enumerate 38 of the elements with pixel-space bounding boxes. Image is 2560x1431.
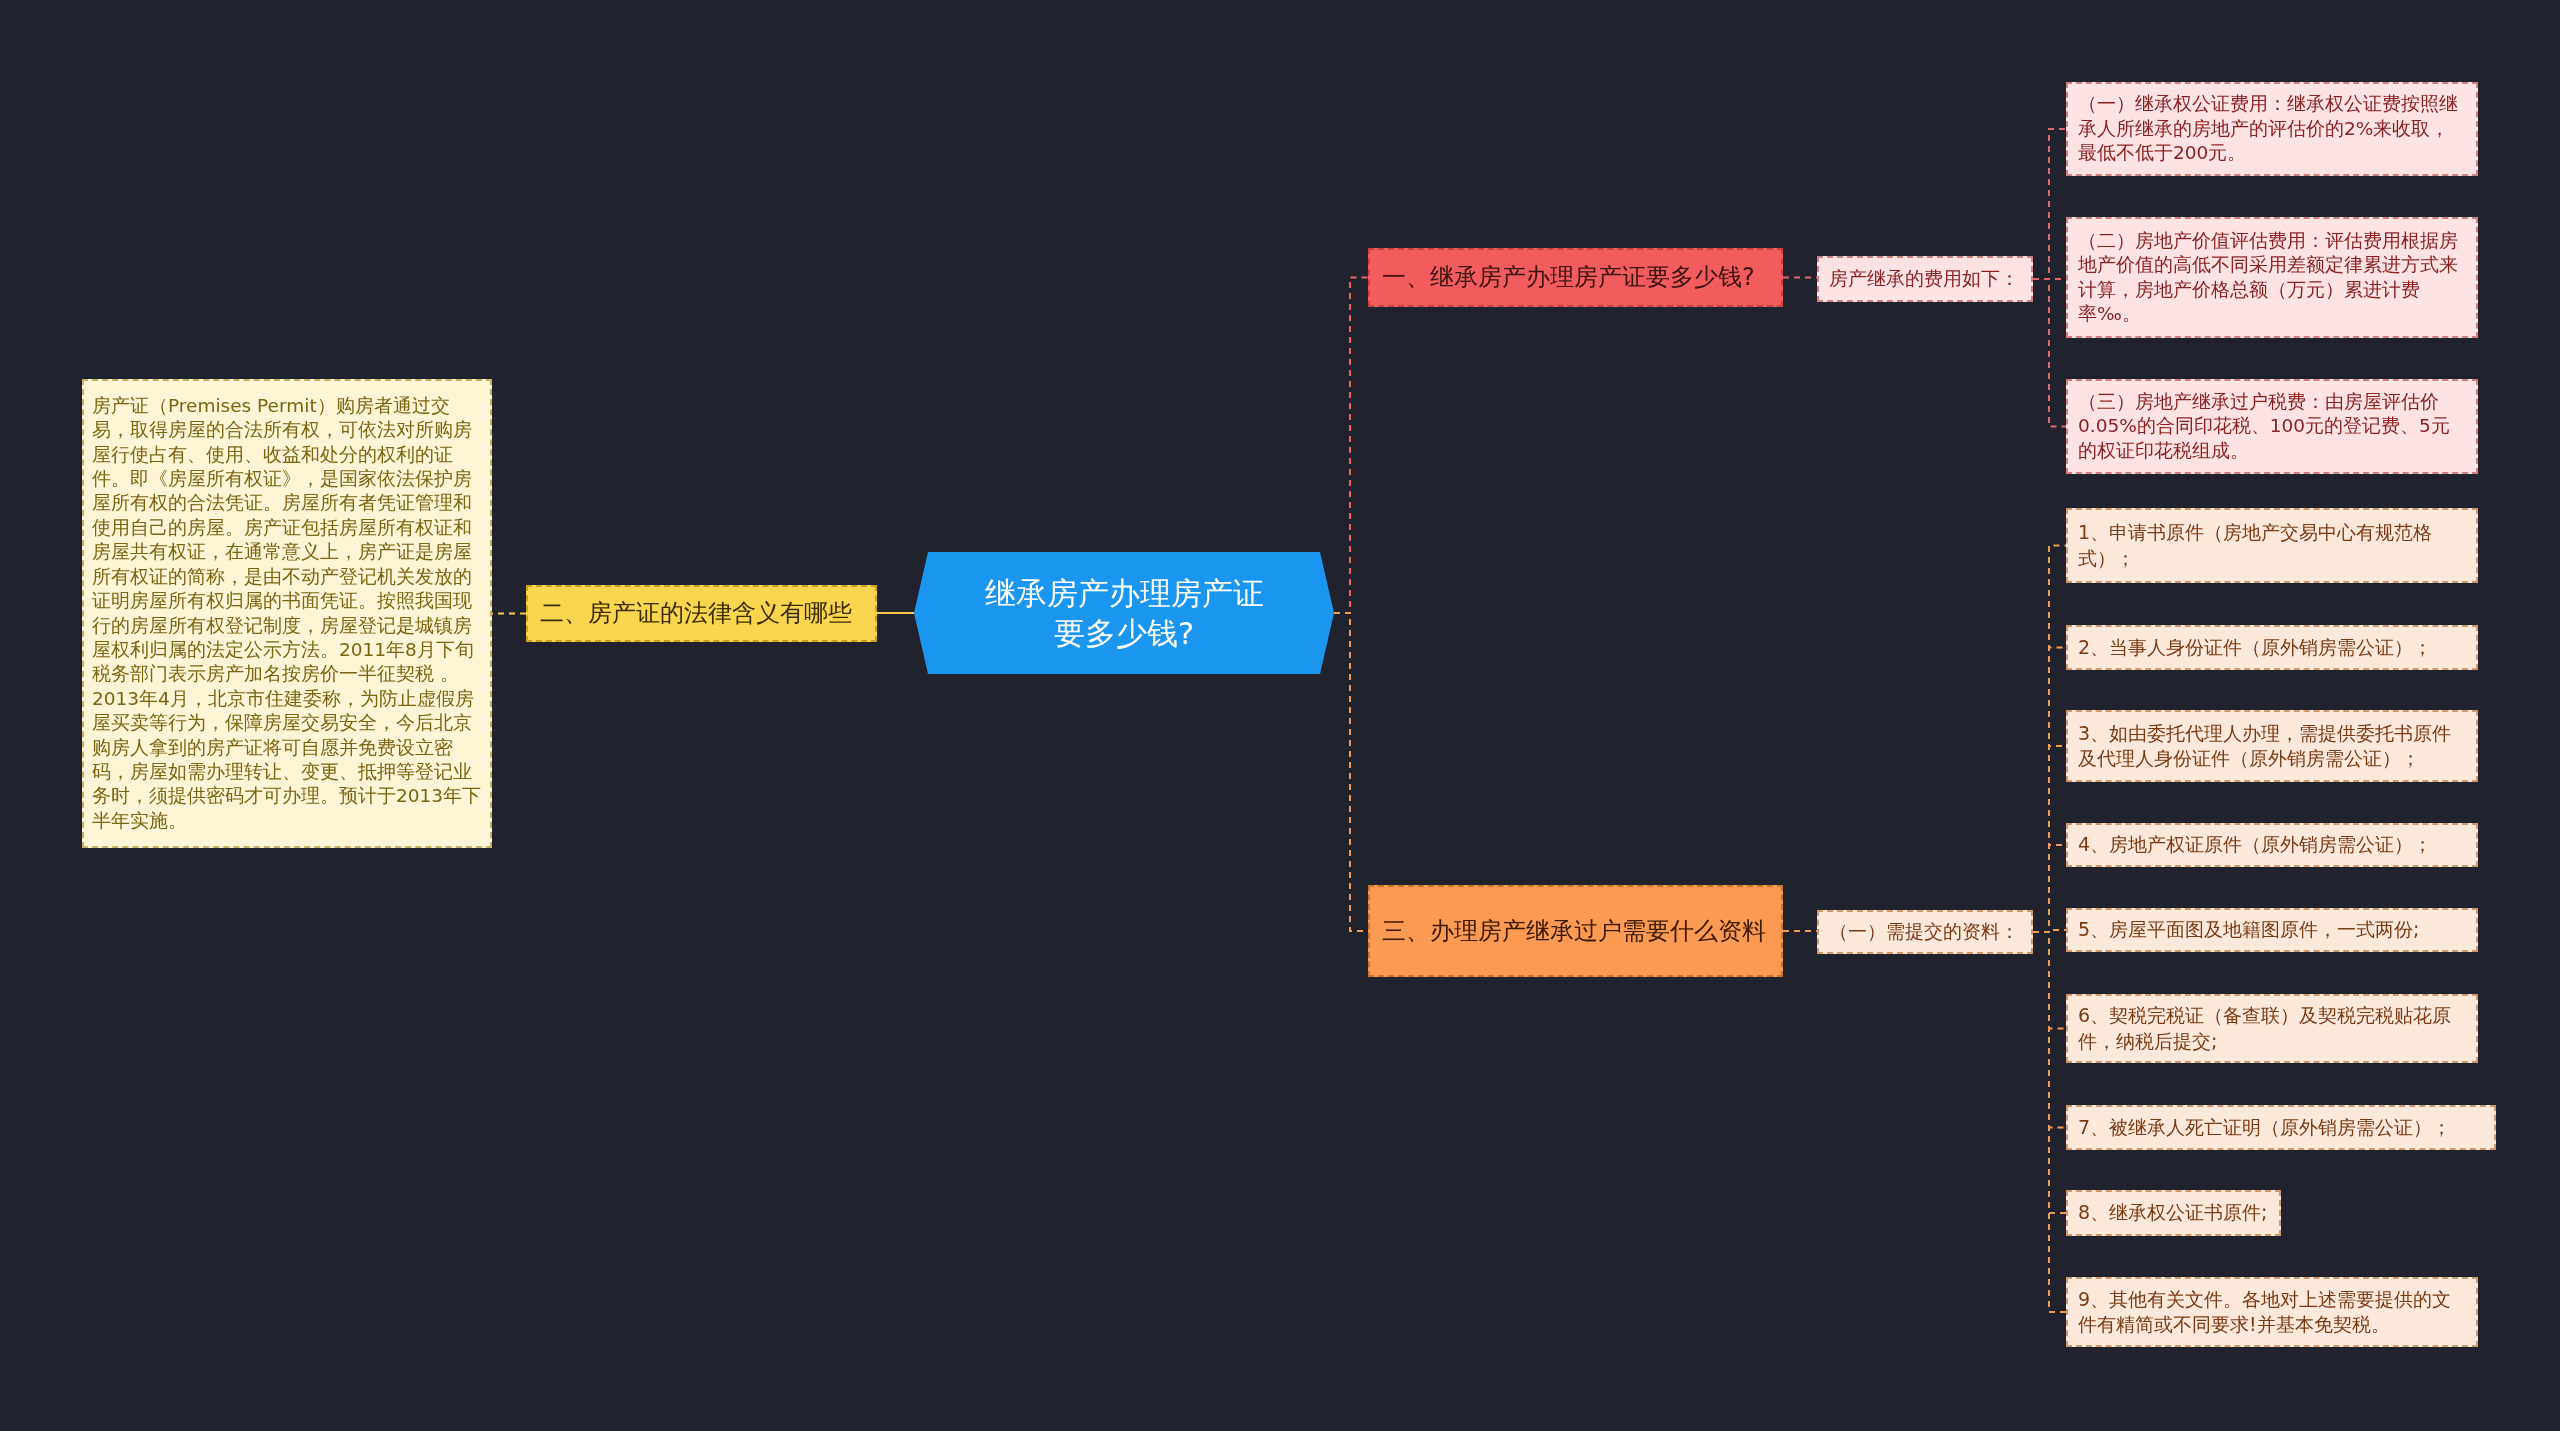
- topic-box: [2066, 908, 2478, 952]
- topic-box: [1817, 256, 2033, 302]
- topic-box: [2066, 379, 2478, 474]
- detail-text: 1、申请书原件（房地产交易中心有规范格式）；: [2078, 520, 2434, 571]
- detail-text: 4、房地产权证原件（原外销房需公证）；: [2078, 832, 2433, 858]
- topic-box: [2066, 508, 2478, 583]
- detail-text: 9、其他有关文件。各地对上述需要提供的文件有精简或不同要求!并基本免契税。: [2078, 1286, 2453, 1337]
- topic-box: [1817, 910, 2033, 954]
- dashed-connector: [2032, 278, 2067, 428]
- central-topic-text: 继承房产办理房产证要多少钱?: [983, 573, 1265, 653]
- topic-box: [2066, 1277, 2478, 1347]
- detail-text: 3、如由委托代理人办理，需提供委托书原件及代理人身份证件（原外销房需公证）；: [2078, 720, 2453, 771]
- topic-box: [526, 585, 877, 642]
- topic-box: [1368, 885, 1783, 977]
- detail-text: （一）继承权公证费用：继承权公证费按照继承人所继承的房地产的评估价的2%来收取，最低不低于200元。: [2078, 92, 2459, 166]
- topic-box: [2066, 1105, 2496, 1150]
- topic-box: [2066, 217, 2478, 338]
- detail-text: 8、继承权公证书原件;: [2078, 1200, 2268, 1226]
- topic-box: [2066, 1190, 2281, 1236]
- detail-text: 2、当事人身份证件（原外销房需公证）；: [2078, 634, 2433, 660]
- topic-box: [2066, 625, 2478, 670]
- topic-box: [2066, 82, 2478, 176]
- note-text: 房产证（Premises Permit）购房者通过交易，取得房屋的合法所有权，可依法对所购房屋行使占有、使用、收益和处分的权利的证件。即《房屋所有权证》，是国家依法保护房屋所有权的合法凭证。房屋所有者凭证管理和使用自己的房屋。房产证包括房屋所有权证和房屋共有权证，在通常意义上，房产证是房屋所有权证的简称，是由不动产登记机关发放的证明房屋所有权归属的书面凭证。按照我国现行的房屋所有权登记制度，房屋登记是城镇房屋权利归属的法定公示方法。2011年8月下旬税务部门表示房产加名按房价一半征契税 。2013年4月，北京市住建委称，为防止虚假房屋买卖等行为，保障房屋交易安全，今后北京购房人拿到的房产证将可自愿并免费设立密码，房屋如需办理转让、变更、抵押等登记业务时，须提供密码才可办理。预计于2013年下半年实施。: [92, 393, 482, 833]
- topic-text: 二、房产证的法律含义有哪些: [540, 598, 852, 630]
- detail-text: 7、被继承人死亡证明（原外销房需公证）；: [2078, 1114, 2452, 1140]
- detail-text: 6、契税完税证（备查联）及契税完税贴花原件，纳税后提交;: [2078, 1003, 2453, 1054]
- topic-box: [2066, 710, 2478, 782]
- connector: [876, 612, 915, 614]
- topic-box: [2066, 823, 2478, 867]
- detail-text: 5、房屋平面图及地籍图原件，一式两份;: [2078, 917, 2420, 943]
- subtopic-text: （一）需提交的资料：: [1829, 919, 2019, 945]
- topic-box: [2066, 994, 2478, 1063]
- subtopic-text: 房产继承的费用如下：: [1829, 266, 2019, 292]
- topic-text: 三、办理房产继承过户需要什么资料: [1382, 915, 1766, 947]
- detail-text: （二）房地产价值评估费用：评估费用根据房地产价值的高低不同采用差额定律累进方式来计算，房地产价格总额（万元）累进计费率‰。: [2078, 228, 2459, 326]
- detail-text: （三）房地产继承过户税费：由房屋评估价0.05%的合同印花税、100元的登记费、5元的权证印花税组成。: [2078, 389, 2451, 463]
- topic-text: 一、继承房产办理房产证要多少钱?: [1382, 262, 1755, 294]
- topic-box: [1368, 248, 1783, 307]
